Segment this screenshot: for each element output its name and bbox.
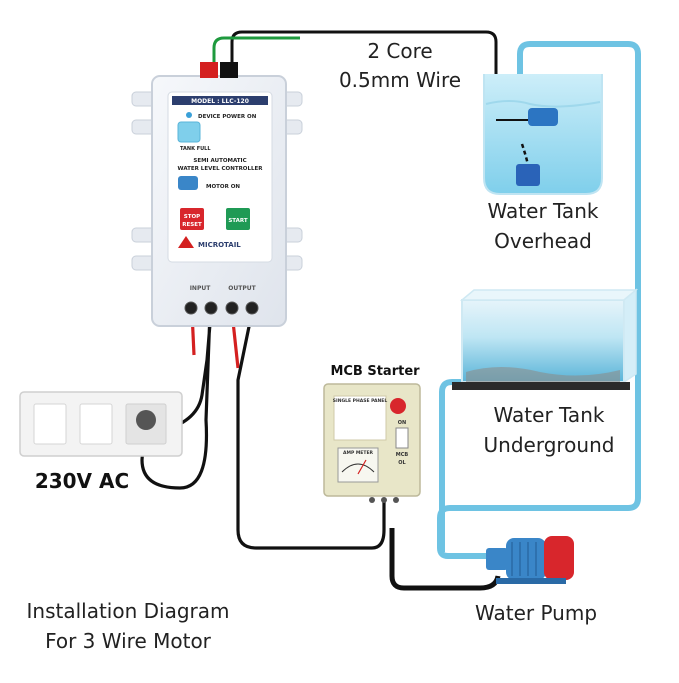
controller-box (131, 62, 303, 327)
wall-switchboard (19, 391, 183, 457)
amp-meter-label: AMP METER (343, 450, 374, 456)
stop-label: STOP (184, 214, 200, 220)
underground-tank-label-1: Water Tank (493, 403, 605, 427)
controller-title-2: WATER LEVEL CONTROLLER (178, 166, 264, 172)
underground-tank (452, 288, 639, 390)
lower-float-icon (516, 164, 540, 186)
mcb-on-label: ON (398, 420, 406, 426)
start-button[interactable] (226, 208, 250, 230)
voltage-label: 230V AC (34, 469, 130, 493)
mcb-labels: SINGLE PHASE PANEL AMP METER ON MCB OL (333, 398, 409, 466)
input-label: INPUT (190, 285, 212, 292)
device-power-label: DEVICE POWER ON (198, 114, 257, 120)
start-label: START (228, 218, 248, 224)
upper-float-icon (528, 108, 558, 126)
motor-on-label: MOTOR ON (206, 184, 240, 190)
plug-icon (136, 410, 156, 430)
overhead-tank-label-2: Overhead (494, 229, 592, 253)
underground-tank-label-2: Underground (483, 433, 615, 457)
stop-reset-button[interactable] (180, 208, 204, 230)
suction-pipe (439, 379, 480, 552)
output-wire-black (236, 311, 386, 550)
controller-title-1: SEMI AUTOMATIC (193, 158, 246, 164)
switch-1[interactable] (33, 403, 67, 445)
tank-full-label: TANK FULL (180, 146, 211, 152)
caption-line-2: For 3 Wire Motor (45, 629, 211, 653)
overhead-tank-label-1: Water Tank (487, 199, 599, 223)
mcb-label: MCB (396, 452, 409, 458)
water-pump (486, 536, 574, 584)
reset-label: RESET (182, 222, 202, 228)
wire-label-2: 0.5mm Wire (338, 68, 462, 92)
amp-meter (337, 447, 379, 483)
input-wire-black (140, 311, 213, 490)
brand-label: MICROTAIL (198, 241, 241, 249)
brand-logo-icon (178, 236, 194, 248)
controller-labels: MODEL : LLC-120 DEVICE POWER ON TANK FUL… (178, 98, 264, 292)
output-label: OUTPUT (228, 285, 256, 292)
switch-2[interactable] (79, 403, 113, 445)
mcb-starter-box (323, 383, 421, 503)
mcb-starter-title: MCB Starter (330, 364, 420, 379)
wire-label-1: 2 Core (367, 39, 433, 63)
mcb-switch[interactable] (395, 427, 409, 449)
overhead-tank (483, 74, 603, 195)
ol-label: OL (398, 460, 406, 466)
sensor-wire-green (212, 36, 300, 66)
mcb-panel-title: SINGLE PHASE PANEL (333, 398, 388, 404)
water-pump-label: Water Pump (474, 601, 598, 625)
mcb-stop-button[interactable] (390, 398, 406, 414)
caption-line-1: Installation Diagram (26, 599, 230, 623)
model-label: MODEL : LLC-120 (191, 98, 249, 105)
pump-wire (389, 528, 501, 591)
